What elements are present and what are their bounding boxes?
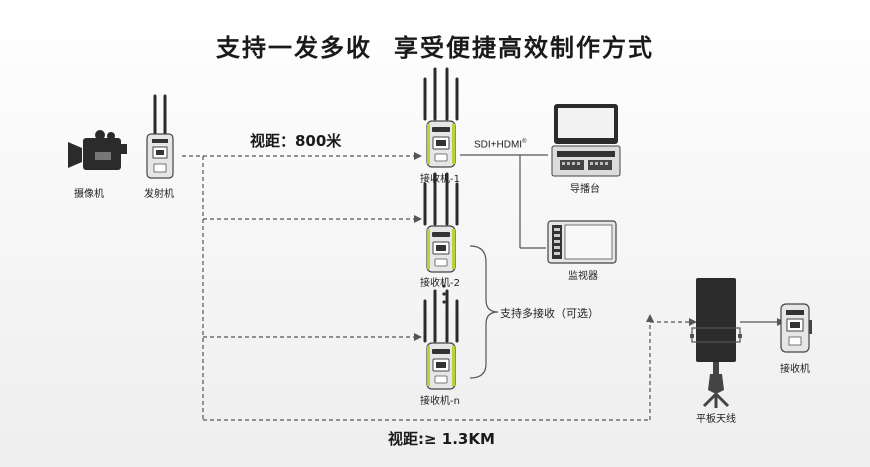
page-title: 支持一发多收享受便捷高效制作方式 (0, 28, 870, 63)
receiver-n-label: 接收机-n (420, 396, 460, 407)
transmitter-icon (146, 94, 174, 179)
receiver-1-icon (423, 67, 459, 169)
switcher-icon (551, 104, 621, 177)
multi-receive-label: 支持多接收（可选） (500, 307, 599, 320)
camera-icon (68, 130, 127, 170)
receiver-right-label: 接收机 (780, 364, 810, 375)
camera-label: 摄像机 (74, 189, 104, 200)
receiver-right-icon (780, 303, 812, 353)
distance-label-bottom: 视距:≥ 1.3KM (388, 430, 495, 448)
sdi-hdmi-label: SDI+HDMI® (474, 139, 526, 150)
sdi-hdmi-text: SDI+HDMI (474, 139, 523, 151)
receiver-1-label: 接收机-1 (420, 174, 460, 185)
receiver-n-icon (423, 289, 459, 391)
receiver-2-icon (423, 172, 459, 274)
panel-antenna-label: 平板天线 (696, 414, 736, 425)
transmitter-label: 发射机 (144, 189, 174, 200)
connection-lines (182, 154, 779, 421)
switcher-label: 导播台 (570, 184, 600, 195)
distance-label-top: 视距：800米 (250, 132, 342, 150)
monitor-icon (547, 220, 617, 264)
panel-antenna-icon (690, 278, 742, 408)
ellipsis-dots (442, 284, 446, 304)
receiver-2-label: 接收机-2 (420, 278, 460, 289)
title-part-1: 支持一发多收 (216, 34, 372, 62)
monitor-label: 监视器 (568, 271, 598, 282)
title-part-2: 享受便捷高效制作方式 (394, 34, 654, 62)
registered-mark: ® (522, 139, 527, 145)
